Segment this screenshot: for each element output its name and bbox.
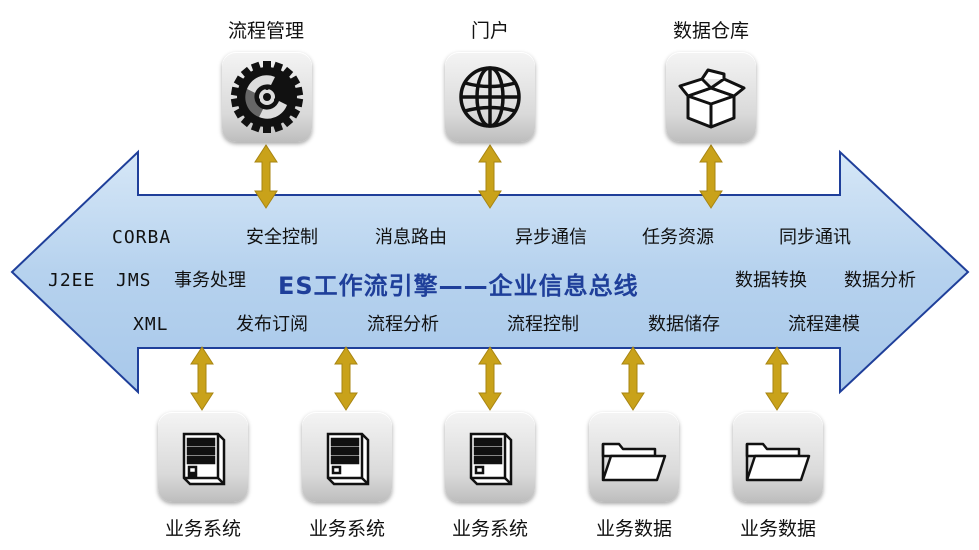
top-connectors: [254, 144, 723, 209]
feature-process-modeling: 流程建模: [788, 314, 860, 335]
feature-corba: CORBA: [112, 227, 172, 248]
server-icon: [182, 432, 226, 486]
feature-data-storage: 数据储存: [648, 314, 720, 335]
feature-message-routing: 消息路由: [375, 227, 447, 248]
box-icon: [678, 68, 746, 129]
bottom-label-business-system-3: 业务系统: [451, 518, 528, 540]
globe-icon: [459, 66, 521, 128]
feature-pubsub: 发布订阅: [236, 314, 308, 335]
bottom-label-business-data-2: 业务数据: [739, 518, 816, 540]
feature-xml: XML: [133, 314, 169, 335]
top-label-data-warehouse: 数据仓库: [672, 20, 749, 42]
feature-security-control: 安全控制: [246, 227, 318, 248]
bus-double-arrow: [10, 149, 970, 395]
top-label-portal: 门户: [470, 20, 509, 42]
connector-bottom-4: [621, 346, 645, 411]
server-icon: [469, 432, 513, 486]
feature-sync-comm: 同步通讯: [779, 227, 851, 248]
feature-async-comm: 异步通信: [515, 227, 587, 248]
tile-portal: [445, 52, 535, 142]
top-label-process-mgmt: 流程管理: [227, 20, 304, 42]
feature-task-resource: 任务资源: [642, 227, 714, 248]
feature-j2ee: J2EE: [48, 270, 96, 291]
feature-process-analysis: 流程分析: [367, 314, 439, 335]
connector-bottom-5: [765, 346, 789, 411]
folder-icon: [745, 442, 811, 482]
feature-data-conversion: 数据转换: [735, 270, 807, 291]
server-icon: [326, 432, 370, 486]
bus-title: ES工作流引擎——企业信息总线: [278, 272, 639, 300]
tile-business-data-2: [733, 412, 823, 502]
tile-data-warehouse: [666, 52, 756, 142]
gear-icon: [230, 61, 304, 133]
bottom-label-business-system-2: 业务系统: [308, 518, 385, 540]
bottom-connectors: [190, 346, 789, 411]
bottom-label-business-system-1: 业务系统: [164, 518, 241, 540]
tile-business-system-3: [445, 412, 535, 502]
connector-top-2: [478, 144, 502, 209]
feature-transaction: 事务处理: [174, 270, 246, 291]
tile-business-system-1: [158, 412, 248, 502]
folder-icon: [601, 442, 667, 482]
tile-business-system-2: [302, 412, 392, 502]
connector-bottom-3: [478, 346, 502, 411]
connector-bottom-2: [334, 346, 358, 411]
feature-process-control: 流程控制: [507, 314, 579, 335]
feature-data-analysis: 数据分析: [844, 270, 916, 291]
tile-business-data-1: [589, 412, 679, 502]
connector-bottom-1: [190, 346, 214, 411]
connector-top-3: [699, 144, 723, 209]
connector-top-1: [254, 144, 278, 209]
bottom-label-business-data-1: 业务数据: [595, 518, 672, 540]
tile-process-mgmt: [222, 52, 312, 142]
feature-jms: JMS: [116, 270, 152, 291]
